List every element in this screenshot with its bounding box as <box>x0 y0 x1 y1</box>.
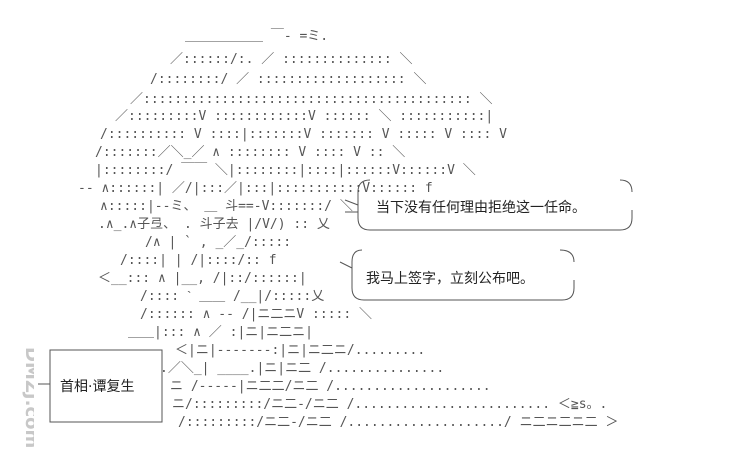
art-line: /:::::::::/ニ二‐/ニ二 /..................../… <box>178 415 618 430</box>
art-line: /∧ | ` , _／_/::::: <box>145 235 291 250</box>
art-line: ＜|ニ|‐‐‐‐‐‐‐:|ニ|ニ二ニ/......... <box>175 343 425 358</box>
art-line: .∧_.∧子弖、 . 斗子去 |/V/) :: 乂 <box>98 217 330 232</box>
caption-frame <box>38 349 163 423</box>
art-line: ／:::::::::V ::::::::::::V :::::: ＼ :::::… <box>115 109 493 124</box>
art-line: /:::::::／＼_／ ∧ :::::::: V :::: V :: ＼ <box>95 145 405 160</box>
speech-bubble-1-frame <box>344 179 633 231</box>
art-line: ＜__::: ∧ |__, /|::/::::::| <box>98 271 307 286</box>
art-line: ＿＿|::: ∧ ／ :|ニ|ニ二ニ| <box>128 325 313 340</box>
art-line: /::::::::/ ／ ::::::::::::::::::: ＼ <box>150 72 426 87</box>
art-line: ／:::::::::::::::::::::::::::::::::::::::… <box>130 92 493 107</box>
art-line: /:::::::::: V ::::|:::::::V ::::::: V ::… <box>100 127 507 142</box>
art-line: ‐‐ ∧::::::| ／/|:::／|:::|:::::::::::V::::… <box>78 181 433 196</box>
art-line: |::::::::/ ￣￣ ＼|::::::::|::::|::::::V:::… <box>95 163 476 178</box>
art-line: ／::::::/:. ／ :::::::::::::: ＼ <box>170 52 413 67</box>
art-line: /:::: ˋ ＿＿ /__|/:::::乂 <box>140 289 324 304</box>
site-watermark-logo: DMZJ.com <box>21 347 34 448</box>
art-line: ニ/:::::::::/ニ二‐/ニ二 /....................… <box>172 397 607 412</box>
speech-bubble-2-text: 我马上签字，立刻公布吧。 <box>366 271 534 287</box>
art-line: /::::| | /|::::/:: f <box>120 253 277 268</box>
art-line: .／＼_| ____.|ニ|ニ二 /............... <box>160 361 444 376</box>
art-line: /:::::: ∧ ‐‐ /|ニ二ニV ::::: ＼ <box>140 307 372 322</box>
art-line: ∧:::::|‐‐ミ、 ＿ 斗==‐V:::::::/ ＼ <box>100 199 353 214</box>
art-line: ＿＿＿＿＿＿ ￣‐ =ミ. <box>185 29 328 44</box>
character-caption: 首相·谭复生 <box>60 379 135 395</box>
art-line: ニ /‐‐‐‐‐|ニ二二/ニ二 /.................... <box>170 379 491 394</box>
art-lines: ＿＿＿＿＿＿ ￣‐ =ミ. ／::::::/:. ／ :::::::::::::… <box>78 29 618 430</box>
speech-bubble-1-text: 当下没有任何理由拒绝这一任命。 <box>376 200 586 216</box>
speech-bubble-2-frame <box>339 249 575 301</box>
watermark-text: DMZJ.com <box>21 347 34 448</box>
